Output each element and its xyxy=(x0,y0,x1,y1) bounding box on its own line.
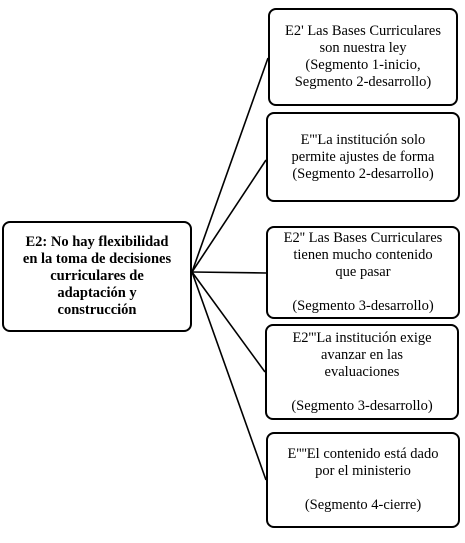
root-node-text: E2: No hay flexibilidad en la toma de de… xyxy=(22,234,172,318)
connector-1 xyxy=(191,57,269,273)
child-node-1: E2' Las Bases Curriculares son nuestra l… xyxy=(268,8,458,106)
child-node-4-text: E2'''La institución exige avanzar en las… xyxy=(291,329,433,414)
child-node-5-text: E''''El contenido está dado por el minis… xyxy=(287,446,439,513)
root-node: E2: No hay flexibilidad en la toma de de… xyxy=(2,221,192,332)
child-node-2-text: E'''La institución solo permite ajustes … xyxy=(291,131,435,182)
child-node-2: E'''La institución solo permite ajustes … xyxy=(266,112,460,202)
connector-4 xyxy=(191,271,266,373)
connector-3 xyxy=(191,271,267,274)
child-node-3: E2'' Las Bases Curriculares tienen mucho… xyxy=(266,226,460,319)
child-node-1-text: E2' Las Bases Curriculares son nuestra l… xyxy=(284,23,442,90)
child-node-4: E2'''La institución exige avanzar en las… xyxy=(265,324,459,420)
connector-2 xyxy=(191,159,267,273)
connector-5 xyxy=(191,271,267,481)
child-node-3-text: E2'' Las Bases Curriculares tienen mucho… xyxy=(283,230,443,314)
child-node-5: E''''El contenido está dado por el minis… xyxy=(266,432,460,528)
